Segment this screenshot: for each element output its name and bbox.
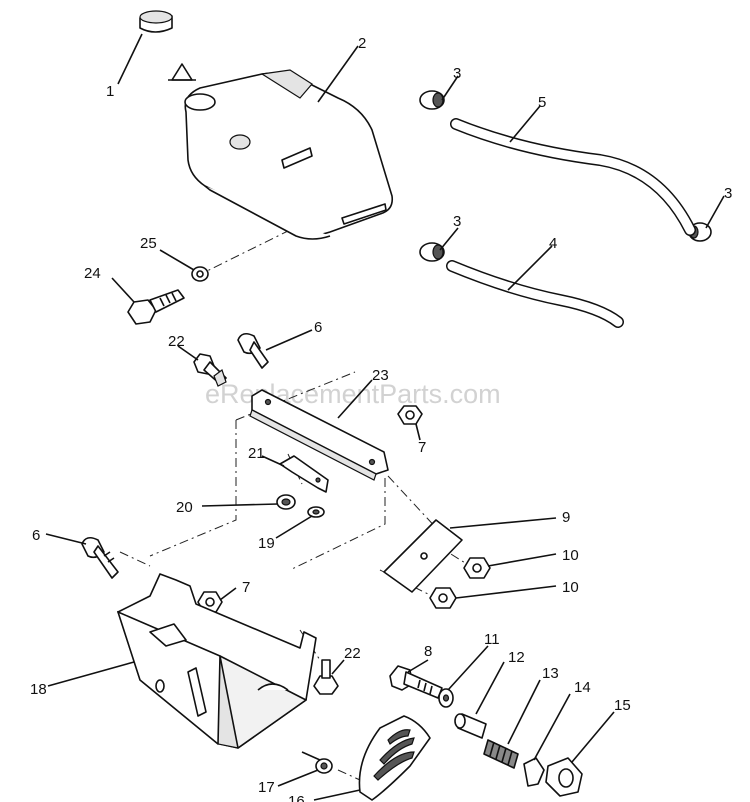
- mounting-plate: [383, 519, 463, 593]
- hex-bolt-lower: [313, 659, 339, 695]
- mounting-bracket: [249, 389, 389, 481]
- hex-nut-upper: [397, 405, 423, 425]
- callout-7-lower: 7: [242, 579, 250, 596]
- lower-washer: [315, 758, 333, 774]
- callout-21: 21: [248, 445, 265, 462]
- callout-25: 25: [140, 235, 157, 252]
- carriage-bolt-lower: [81, 536, 119, 579]
- callout-6-upper: 6: [314, 319, 322, 336]
- callout-6-lower: 6: [32, 527, 40, 544]
- callout-3-right: 3: [724, 185, 732, 202]
- callout-2: 2: [358, 35, 366, 52]
- fuel-tank: [184, 69, 394, 240]
- small-nut: [276, 494, 296, 510]
- callout-23: 23: [372, 367, 389, 384]
- callout-labels: 1 2 3 3 3 4 5 6 6 7 7 8 9 10 10 11 12 13…: [30, 35, 732, 802]
- callout-20: 20: [176, 499, 193, 516]
- assembly-lines: [119, 63, 471, 781]
- hex-nut-right-b: [429, 587, 457, 609]
- callout-8: 8: [424, 643, 432, 660]
- hex-bolt-upper: [193, 353, 227, 387]
- fuel-cap: [139, 10, 173, 33]
- washer: [191, 266, 209, 282]
- tank-screw: [127, 289, 185, 325]
- callout-10-upper: 10: [562, 547, 579, 564]
- hose-clamp-a: [419, 90, 445, 110]
- callout-14: 14: [574, 679, 591, 696]
- hex-nut-right-a: [463, 557, 491, 579]
- watermark-text: eReplacementParts.com: [205, 379, 501, 409]
- callout-22-upper: 22: [168, 333, 185, 350]
- callout-19: 19: [258, 535, 275, 552]
- callout-18: 18: [30, 681, 47, 698]
- spring-clip: [279, 455, 329, 493]
- small-washer: [307, 506, 325, 518]
- compression-spring: [483, 739, 519, 769]
- louver-guard: [358, 715, 431, 801]
- callout-7-upper: 7: [418, 439, 426, 456]
- fuel-hose-short: [446, 260, 624, 328]
- adjustment-knob: [545, 757, 583, 797]
- engine-shroud: [117, 573, 317, 749]
- callout-15: 15: [614, 697, 631, 714]
- callout-11: 11: [484, 631, 500, 648]
- callout-16: 16: [288, 793, 305, 802]
- callout-10-lower: 10: [562, 579, 579, 596]
- callout-24: 24: [84, 265, 101, 282]
- long-bolt: [389, 665, 443, 699]
- retaining-clip: [523, 757, 545, 787]
- callout-1: 1: [106, 83, 114, 100]
- spacer-tube: [454, 713, 487, 739]
- callout-13: 13: [542, 665, 559, 682]
- callout-3-top: 3: [453, 65, 461, 82]
- callout-4: 4: [549, 235, 557, 252]
- callout-22-lower: 22: [344, 645, 361, 662]
- callout-9: 9: [562, 509, 570, 526]
- callout-5: 5: [538, 94, 546, 111]
- leader-lines: [45, 33, 725, 801]
- flat-washer: [438, 688, 454, 708]
- hose-clamp-c: [419, 242, 445, 262]
- fuel-hose-long: [450, 118, 696, 236]
- callout-3-mid: 3: [453, 213, 461, 230]
- carriage-bolt-upper: [237, 332, 269, 369]
- vent-fitting: [168, 63, 196, 81]
- callout-17: 17: [258, 779, 275, 796]
- callout-12: 12: [508, 649, 525, 666]
